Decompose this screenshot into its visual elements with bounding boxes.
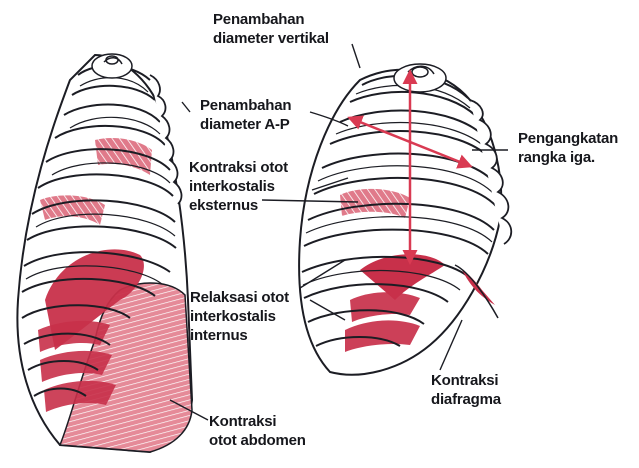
label-line: diafragma xyxy=(431,390,501,409)
label-line: Kontraksi xyxy=(431,371,501,390)
label-line: diameter vertikal xyxy=(213,29,329,48)
label-line: internus xyxy=(190,326,289,345)
label-abdominal: Kontraksi otot abdomen xyxy=(209,412,306,450)
label-vertical-diameter: Penambahan diameter vertikal xyxy=(213,10,329,48)
label-line: interkostalis xyxy=(189,177,288,196)
label-internal-intercostal: Relaksasi otot interkostalis internus xyxy=(190,288,289,345)
label-line: Penambahan xyxy=(200,96,291,115)
label-line: interkostalis xyxy=(190,307,289,326)
right-rib-cage xyxy=(299,64,511,375)
label-rib-elevation: Pengangkatan rangka iga. xyxy=(518,129,618,167)
label-line: Kontraksi xyxy=(209,412,306,431)
label-line: Relaksasi otot xyxy=(190,288,289,307)
label-line: otot abdomen xyxy=(209,431,306,450)
left-rib-cage xyxy=(17,54,192,452)
label-line: Penambahan xyxy=(213,10,329,29)
label-line: Pengangkatan xyxy=(518,129,618,148)
label-diaphragm: Kontraksi diafragma xyxy=(431,371,501,409)
label-external-intercostal: Kontraksi otot interkostalis eksternus xyxy=(189,158,288,215)
label-line: Kontraksi otot xyxy=(189,158,288,177)
label-line: rangka iga. xyxy=(518,148,618,167)
label-line: diameter A-P xyxy=(200,115,291,134)
label-ap-diameter: Penambahan diameter A-P xyxy=(200,96,291,134)
label-line: eksternus xyxy=(189,196,288,215)
